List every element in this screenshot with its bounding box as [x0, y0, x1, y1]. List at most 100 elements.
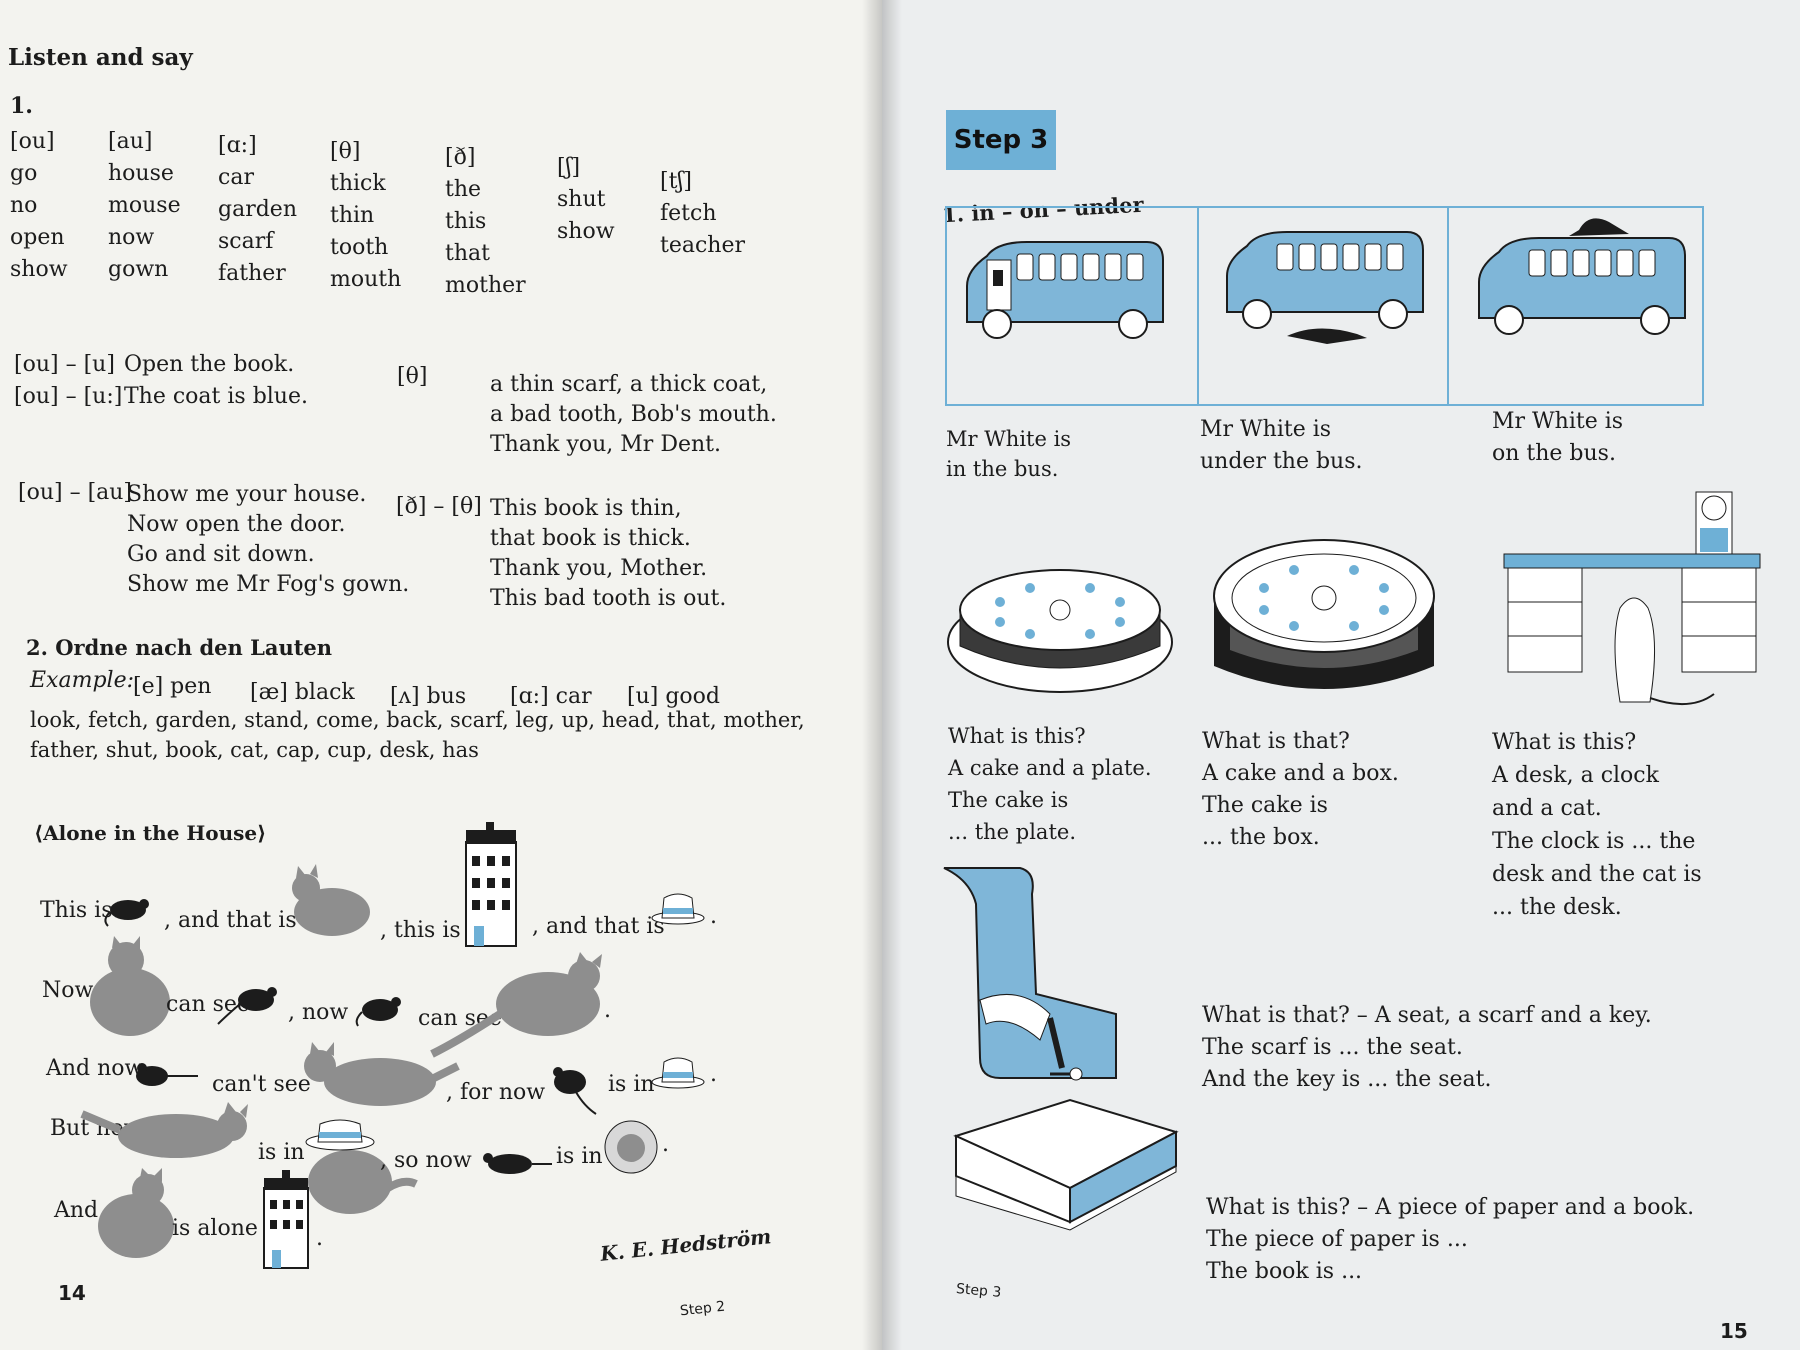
caption-line: ... the plate. [948, 820, 1076, 844]
phonetic-column-a: [ɑ:] car garden scarf father [218, 130, 297, 290]
example-label: Example: [30, 668, 134, 693]
phonetic-word: house [108, 161, 174, 186]
pair1-text-b: The coat is blue. [124, 384, 308, 409]
caption-line: And the key is ... the seat. [1202, 1067, 1492, 1092]
phonetic-word: gown [108, 257, 169, 282]
left-page: Listen and say 1. [ou] go no open show [… [0, 0, 882, 1350]
eth-symbol: [ð] – [θ] [396, 494, 482, 519]
wordlist-line-2: father, shut, book, cat, cap, cup, desk,… [30, 738, 479, 762]
phonetic-column-eth: [ð] the this that mother [445, 142, 526, 302]
caption-line: A desk, a clock [1492, 763, 1659, 788]
hat-icon [651, 893, 705, 925]
cat-icon [90, 936, 170, 1036]
pair1-symbol-a: [ou] – [u] [14, 352, 115, 377]
poem-text: , this is [380, 918, 461, 943]
eth-line: Thank you, Mother. [490, 556, 708, 581]
poem-text: Now [42, 978, 94, 1003]
seat-caption: What is that? – A seat, a scarf and a ke… [1202, 1000, 1652, 1096]
phonetic-word: father [218, 261, 286, 286]
page-number-left: 14 [58, 1281, 86, 1305]
bus-icon [966, 241, 1164, 339]
cat-icon [430, 952, 602, 1058]
pair2-line: Show me Mr Fog's gown. [127, 572, 410, 597]
example-e: [e] pen [133, 674, 212, 699]
poem-text: . [316, 1226, 323, 1251]
hat-icon [651, 1057, 705, 1089]
book-caption: What is this? – A piece of paper and a b… [1206, 1192, 1694, 1288]
phonetic-symbol: [ou] [10, 129, 55, 154]
cat-icon [80, 1102, 248, 1158]
footer-left: Step 2 [679, 1298, 726, 1320]
eth-line: This book is thin, [490, 496, 682, 521]
cake-on-plate-icon [947, 569, 1173, 693]
pair2-line: Now open the door. [127, 512, 346, 537]
example-ae: [æ] black [250, 680, 355, 705]
caption-line: What is this? [1492, 730, 1637, 755]
page-number-right: 15 [1720, 1319, 1748, 1343]
eth-line: that book is thick. [490, 526, 691, 551]
phonetic-column-au: [au] house mouse now gown [108, 126, 181, 286]
phonetic-word: shut [557, 187, 606, 212]
poem-text: , for now [446, 1080, 546, 1105]
phonetic-word: no [10, 193, 38, 218]
poem-text: And now [46, 1056, 144, 1081]
bus-caption-on: Mr White is on the bus. [1492, 406, 1623, 470]
phonetic-word: the [445, 177, 482, 202]
caption-line: A cake and a box. [1202, 761, 1399, 786]
phonetic-word: thin [330, 203, 375, 228]
example-wedge: [ʌ] bus [390, 684, 467, 709]
mouse-icon [104, 899, 149, 927]
phonetic-column-theta: [θ] thick thin tooth mouth [330, 136, 401, 296]
poem-text: This is [40, 898, 113, 923]
pair1-symbol-b: [ou] – [u:] [14, 384, 123, 409]
bus-caption-under: Mr White is under the bus. [1200, 414, 1363, 478]
theta-lines: a thin scarf, a thick coat, a bad tooth,… [490, 370, 777, 460]
eth-line: This bad tooth is out. [490, 586, 727, 611]
bus-illustration-frame [945, 206, 1704, 406]
caption-line: A cake and a plate. [948, 756, 1152, 780]
caption-line: ... the box. [1202, 825, 1320, 850]
caption-line: What is this? [948, 724, 1086, 748]
caption-line: The piece of paper is ... [1206, 1227, 1468, 1252]
phonetic-symbol: [ɑ:] [218, 133, 257, 158]
poem-text: . [710, 904, 717, 929]
poem-text: . [710, 1062, 717, 1087]
caption-line: The cake is [1202, 793, 1328, 818]
cat-icon [292, 864, 370, 936]
phonetic-column-tsh: [tʃ] fetch teacher [660, 166, 745, 262]
footer-right: Step 3 [955, 1281, 1002, 1301]
phonetic-word: mouse [108, 193, 181, 218]
caption-line: What is this? – A piece of paper and a b… [1206, 1195, 1695, 1220]
right-page: Step 3 1. in – on – under Mr White is in… [882, 0, 1800, 1350]
phonetic-word: that [445, 241, 490, 266]
heading-listen-and-say: Listen and say [8, 44, 193, 71]
phonetic-symbol: [tʃ] [660, 169, 692, 194]
phonetic-column-ou: [ou] go no open show [10, 126, 68, 286]
caption-line: The clock is ... the [1492, 829, 1696, 854]
theta-line: a bad tooth, Bob's mouth. [490, 402, 777, 427]
caption-line: under the bus. [1200, 449, 1363, 474]
mouse-icon [553, 1067, 597, 1115]
phonetic-word: teacher [660, 233, 746, 258]
bus-caption-in: Mr White is in the bus. [946, 424, 1071, 484]
cat-icon [305, 1119, 418, 1214]
mouse-icon [483, 1153, 552, 1174]
theta-line: Thank you, Mr Dent. [490, 432, 721, 457]
poem-author: K. E. Hedström [599, 1224, 773, 1266]
poem-text: , and that is [532, 914, 665, 939]
phonetic-word: go [10, 161, 38, 186]
caption-line: on the bus. [1492, 441, 1616, 466]
example-a: [ɑ:] car [510, 684, 592, 709]
poem-text: is in [258, 1140, 305, 1165]
caption-line: The cake is [948, 788, 1069, 812]
phonetic-word: mother [445, 273, 526, 298]
phonetic-column-sh: [ʃ] shut show [557, 152, 615, 248]
phonetic-word: scarf [218, 229, 274, 254]
example-u: [u] good [627, 684, 720, 709]
house-icon [465, 822, 517, 947]
phonetic-word: fetch [660, 201, 717, 226]
phonetic-word: thick [330, 171, 386, 196]
pair2-line: Go and sit down. [127, 542, 315, 567]
theta-line: a thin scarf, a thick coat, [490, 372, 768, 397]
cake-in-box-icon [1213, 539, 1435, 689]
